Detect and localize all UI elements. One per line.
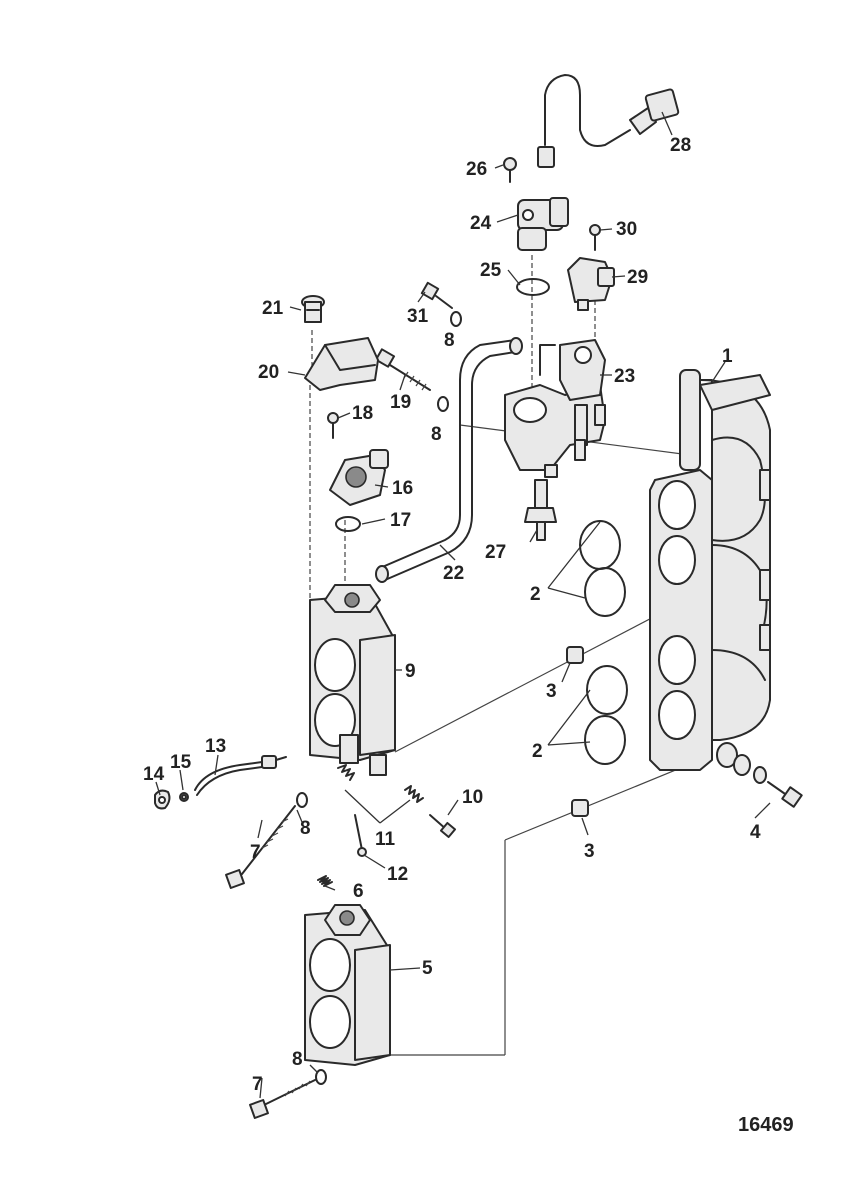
callout-21: 21 bbox=[262, 298, 284, 319]
callout-2: 2 bbox=[530, 584, 541, 605]
throttle-body-bolt-upper bbox=[225, 805, 296, 889]
callout-29: 29 bbox=[627, 267, 648, 288]
callout-20: 20 bbox=[258, 362, 279, 383]
leader-lines bbox=[155, 111, 771, 1099]
figure-number: 16469 bbox=[738, 1114, 794, 1136]
manifold-bolt-assembly bbox=[716, 742, 803, 808]
upper-throttle-body bbox=[309, 584, 396, 776]
idle-adjust-screw-assembly bbox=[337, 764, 457, 857]
callout-11: 11 bbox=[375, 829, 396, 850]
callout-24: 24 bbox=[470, 213, 492, 234]
callout-18: 18 bbox=[352, 403, 373, 424]
lower-throttle-body bbox=[304, 904, 391, 1066]
intake-manifold bbox=[649, 369, 771, 771]
sensor-screw-top bbox=[589, 224, 601, 251]
valve-screw bbox=[503, 157, 517, 183]
callout-25: 25 bbox=[480, 260, 502, 281]
fuel-fitting bbox=[524, 479, 557, 541]
bleed-cap bbox=[301, 295, 325, 323]
callout-7: 7 bbox=[250, 842, 261, 863]
callout-26: 26 bbox=[466, 159, 487, 180]
callout-10: 10 bbox=[462, 787, 483, 808]
callout-14: 14 bbox=[143, 764, 165, 785]
dowel-pins bbox=[566, 646, 589, 817]
callout-28: 28 bbox=[670, 135, 691, 156]
callout-5: 5 bbox=[422, 958, 433, 979]
long-bolt bbox=[374, 348, 431, 391]
wire-harness-connector bbox=[537, 74, 680, 168]
spring-small bbox=[317, 875, 333, 887]
callout-31: 31 bbox=[407, 306, 429, 327]
callout-19: 19 bbox=[390, 392, 411, 413]
callout-8-upper-body: 8 bbox=[300, 818, 311, 839]
throttle-body-bolt-lower bbox=[249, 1079, 316, 1119]
bracket-cover bbox=[304, 337, 379, 391]
fuel-regulator-housing bbox=[504, 339, 606, 478]
callout-30: 30 bbox=[616, 219, 637, 240]
callout-15: 15 bbox=[170, 752, 192, 773]
callout-16: 16 bbox=[392, 478, 413, 499]
callout-3: 3 bbox=[546, 681, 557, 702]
sensor-screw bbox=[327, 412, 339, 439]
manifold-gaskets bbox=[579, 520, 628, 765]
o-ring-seal bbox=[516, 278, 550, 296]
callout-8-top: 8 bbox=[444, 330, 455, 351]
callout-13: 13 bbox=[205, 736, 226, 757]
callout-9: 9 bbox=[405, 661, 416, 682]
short-bolt bbox=[420, 281, 453, 309]
sensor-harness-assembly bbox=[154, 755, 287, 810]
callout-1: 1 bbox=[722, 346, 733, 367]
callout-12: 12 bbox=[387, 864, 408, 885]
callout-labels: 1 2 2 3 3 4 5 6 7 7 8 8 8 8 9 10 11 12 1… bbox=[143, 135, 761, 1095]
callout-8-lower-body: 8 bbox=[292, 1049, 303, 1070]
callout-6: 6 bbox=[353, 881, 364, 902]
callout-2-lower: 2 bbox=[532, 741, 543, 762]
callout-17: 17 bbox=[390, 510, 411, 531]
callout-8-mid: 8 bbox=[431, 424, 442, 445]
vapor-valve bbox=[517, 197, 569, 251]
callout-23: 23 bbox=[614, 366, 635, 387]
map-sensor bbox=[567, 257, 615, 311]
callout-3-lower: 3 bbox=[584, 841, 595, 862]
fuel-hose bbox=[375, 337, 523, 583]
callout-4: 4 bbox=[750, 822, 761, 843]
washers bbox=[296, 311, 462, 1085]
callout-22: 22 bbox=[443, 563, 464, 584]
callout-7-lower: 7 bbox=[252, 1074, 263, 1095]
callout-27: 27 bbox=[485, 542, 506, 563]
throttle-position-sensor bbox=[329, 449, 389, 532]
